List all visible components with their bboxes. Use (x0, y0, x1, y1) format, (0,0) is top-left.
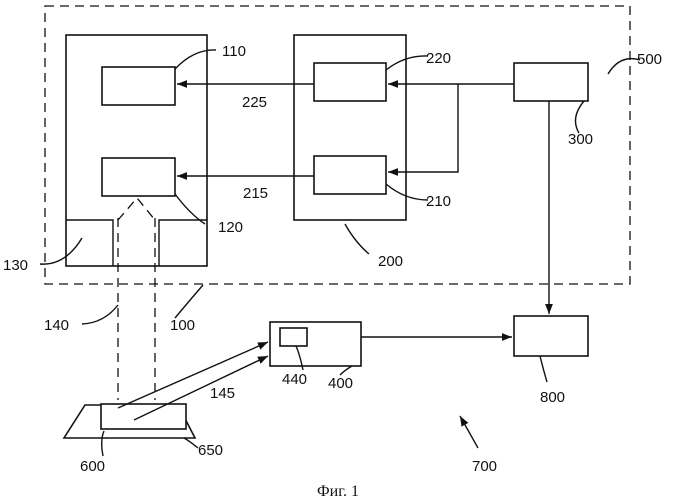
leader-200 (345, 224, 369, 254)
block-220 (314, 63, 386, 101)
block-440 (280, 328, 307, 346)
leader-300 (575, 101, 584, 133)
label-800: 800 (540, 389, 565, 406)
leader-100 (175, 285, 203, 318)
label-110: 110 (222, 43, 246, 60)
block-300 (514, 63, 588, 101)
block-110 (102, 67, 175, 105)
label-225: 225 (242, 94, 267, 111)
label-220: 220 (426, 50, 451, 67)
sample-600 (101, 404, 186, 429)
label-210: 210 (426, 193, 451, 210)
block-210 (314, 156, 386, 194)
label-300: 300 (568, 131, 593, 148)
label-400: 400 (328, 375, 353, 392)
leader-500 (608, 59, 640, 74)
light-145-a (118, 342, 268, 408)
label-500: 500 (637, 51, 662, 68)
label-120: 120 (218, 219, 243, 236)
label-200: 200 (378, 253, 403, 270)
label-140: 140 (44, 317, 69, 334)
label-145: 145 (210, 385, 235, 402)
block-120 (102, 158, 175, 196)
block-800 (514, 316, 588, 356)
label-100: 100 (170, 317, 195, 334)
light-145-b (134, 356, 268, 420)
leader-700 (460, 416, 478, 448)
leader-650 (184, 438, 198, 448)
label-700: 700 (472, 458, 497, 475)
leader-400 (340, 366, 352, 375)
leader-800 (540, 356, 547, 382)
figure-caption: Фиг. 1 (317, 483, 359, 500)
label-650: 650 (198, 442, 223, 459)
label-600: 600 (80, 458, 105, 475)
leader-140 (82, 305, 118, 324)
label-215: 215 (243, 185, 268, 202)
label-440: 440 (282, 371, 307, 388)
label-130: 130 (3, 257, 28, 274)
